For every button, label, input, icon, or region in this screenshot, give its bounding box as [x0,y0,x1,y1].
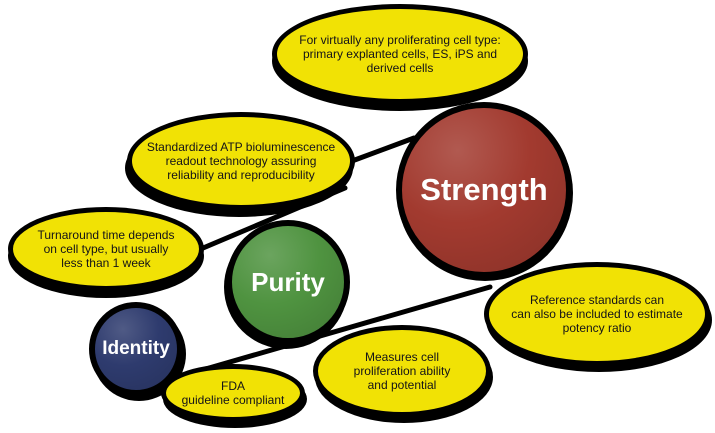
cell-type-callout: For virtually any proliferating cell typ… [272,4,528,104]
callout-text-line: Reference standards can [529,292,665,307]
callout-text-line: Standardized ATP bioluminescence [146,139,336,154]
strength-label: Strength [420,171,548,207]
purity-node: Purity [226,220,350,344]
identity-node: Identity [89,302,183,396]
connector-turnaround-atp [193,185,348,254]
callout-text-line: Measures cell [364,349,440,364]
callout-text-line: less than 1 week [61,256,151,271]
callout-text-line: For virtually any proliferating cell typ… [299,32,501,47]
fda-callout: FDA guideline compliant [161,364,305,422]
proliferation-callout: Measures cell proliferation ability and … [313,325,491,417]
callout-text-line: derived cells [366,61,434,76]
identity-label: Identity [102,337,170,359]
callout-text-line: primary explanted cells, ES, iPS and [302,46,498,61]
callout-text-line: Turnaround time depends [37,227,175,242]
turnaround-callout: Turnaround time depends on cell type, bu… [8,207,204,291]
callout-text-line: FDA [221,378,245,393]
connector-atp-strength [349,135,417,164]
atp-readout-callout: Standardized ATP bioluminescence readout… [127,112,355,210]
callout-text-line: on cell type, but usually [43,241,169,256]
callout-text-line: guideline compliant [181,393,285,407]
callout-text-line: and potential [367,378,437,393]
strength-node: Strength [396,102,572,278]
connector-fda-reference [175,284,493,380]
callout-text-line: can also be included to estimate [511,306,683,321]
callout-text-line: readout technology assuring [165,153,317,168]
callout-text-line: potency ratio [562,321,632,336]
reference-standards-callout: Reference standards can can also be incl… [484,262,710,366]
callout-text-line: proliferation ability [353,363,451,378]
purity-label: Purity [251,266,325,297]
callout-text-line: reliability and reproducibility [167,168,315,183]
